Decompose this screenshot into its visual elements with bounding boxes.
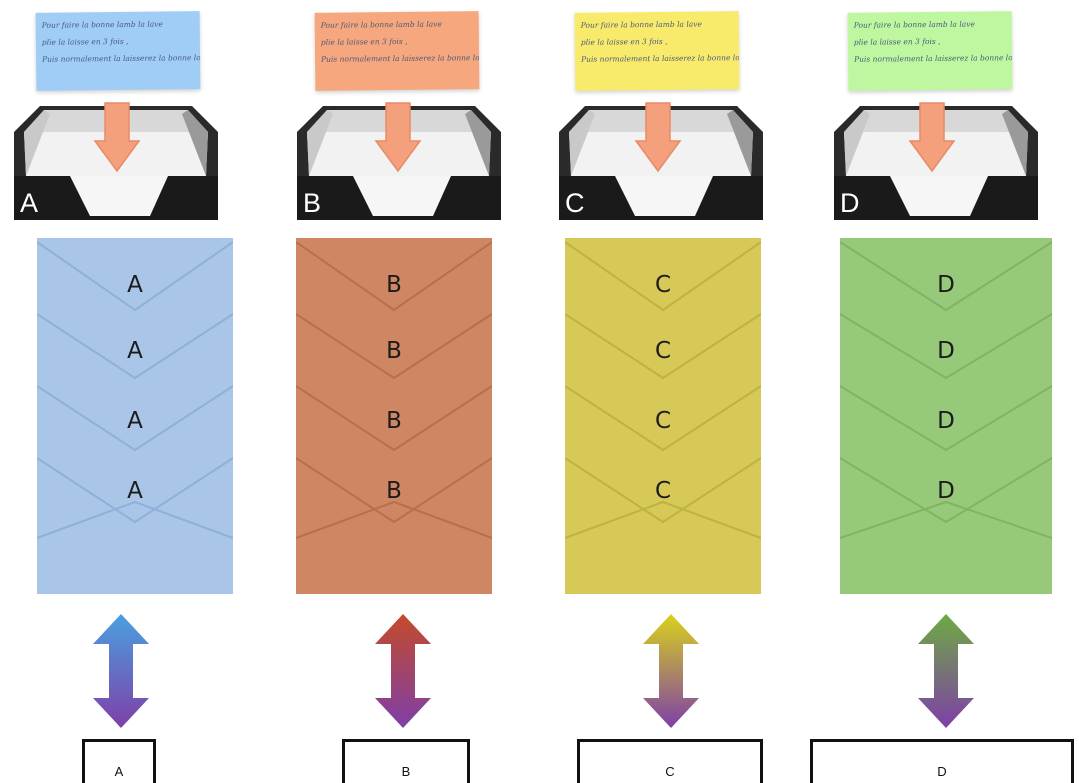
down-arrow-icon <box>374 102 422 173</box>
label-box: C <box>577 739 763 783</box>
tray-letter: A <box>20 188 39 218</box>
envelope-letter: D <box>937 272 955 298</box>
note-line: Pour faire la bonne lamb la lave <box>320 19 442 30</box>
tray-letter: D <box>840 188 860 218</box>
double-arrow-icon <box>93 614 149 728</box>
envelope-letter: D <box>937 408 955 434</box>
note-line: Pour faire la bonne lamb la lave <box>580 19 702 30</box>
envelope-stack: C C C C <box>565 238 761 594</box>
envelope-letter: A <box>127 338 143 364</box>
handwritten-note: Pour faire la bonne lamb la lave plie la… <box>314 11 480 91</box>
envelope-letter: C <box>654 478 672 504</box>
handwritten-note: Pour faire la bonne lamb la lave plie la… <box>35 11 201 91</box>
label-text: D <box>937 764 947 779</box>
note-line: Puis normalement la laisserez la bonne l… <box>581 52 740 64</box>
envelope-letter: B <box>386 338 402 364</box>
envelope-letter: B <box>386 272 402 298</box>
envelope-letter: A <box>127 408 143 434</box>
label-text: B <box>401 764 411 779</box>
envelope-letter: D <box>937 478 955 504</box>
column-c: Pour faire la bonne lamb la lave plie la… <box>541 0 791 783</box>
double-arrow-icon <box>375 614 431 728</box>
envelope-letter: C <box>654 338 672 364</box>
column-b: Pour faire la bonne lamb la lave plie la… <box>281 0 531 783</box>
down-arrow-icon <box>634 102 682 173</box>
envelope-letter: C <box>654 408 672 434</box>
label-box: A <box>82 739 156 783</box>
label-box: B <box>342 739 470 783</box>
column-a: Pour faire la bonne lamb la lave plie la… <box>0 0 250 783</box>
tray-letter: C <box>565 188 585 218</box>
tray-letter: B <box>303 188 322 218</box>
column-d: Pour faire la bonne lamb la lave plie la… <box>810 0 1079 783</box>
handwritten-note: Pour faire la bonne lamb la lave plie la… <box>574 11 740 91</box>
note-line: Puis normalement la laisserez la bonne l… <box>321 52 480 64</box>
envelope-letter: C <box>654 272 672 298</box>
double-arrow-icon <box>643 614 699 728</box>
envelope-letter: B <box>386 478 402 504</box>
note-line: plie la laisse en 3 fois , <box>853 36 941 47</box>
note-line: plie la laisse en 3 fois , <box>320 36 408 47</box>
down-arrow-icon <box>908 102 956 173</box>
envelope-letter: B <box>386 408 402 434</box>
envelope-letter: A <box>127 478 143 504</box>
handwritten-note: Pour faire la bonne lamb la lave plie la… <box>847 11 1013 91</box>
note-line: Pour faire la bonne lamb la lave <box>41 19 163 30</box>
note-line: Puis normalement la laisserez la bonne l… <box>854 52 1013 64</box>
label-text: A <box>114 764 124 779</box>
note-line: Puis normalement la laisserez la bonne l… <box>42 52 201 64</box>
envelope-letter: D <box>937 338 955 364</box>
note-line: plie la laisse en 3 fois , <box>580 36 668 47</box>
envelope-stack: A A A A <box>37 238 233 594</box>
envelope-stack: B B B B <box>296 238 492 594</box>
envelope-stack: D D D D <box>840 238 1052 594</box>
note-line: plie la laisse en 3 fois , <box>41 36 129 47</box>
label-box: D <box>810 739 1074 783</box>
envelope-letter: A <box>127 272 143 298</box>
label-text: C <box>665 764 675 779</box>
down-arrow-icon <box>93 102 141 173</box>
double-arrow-icon <box>918 614 974 728</box>
note-line: Pour faire la bonne lamb la lave <box>853 19 975 30</box>
tray-box: A <box>10 104 222 224</box>
